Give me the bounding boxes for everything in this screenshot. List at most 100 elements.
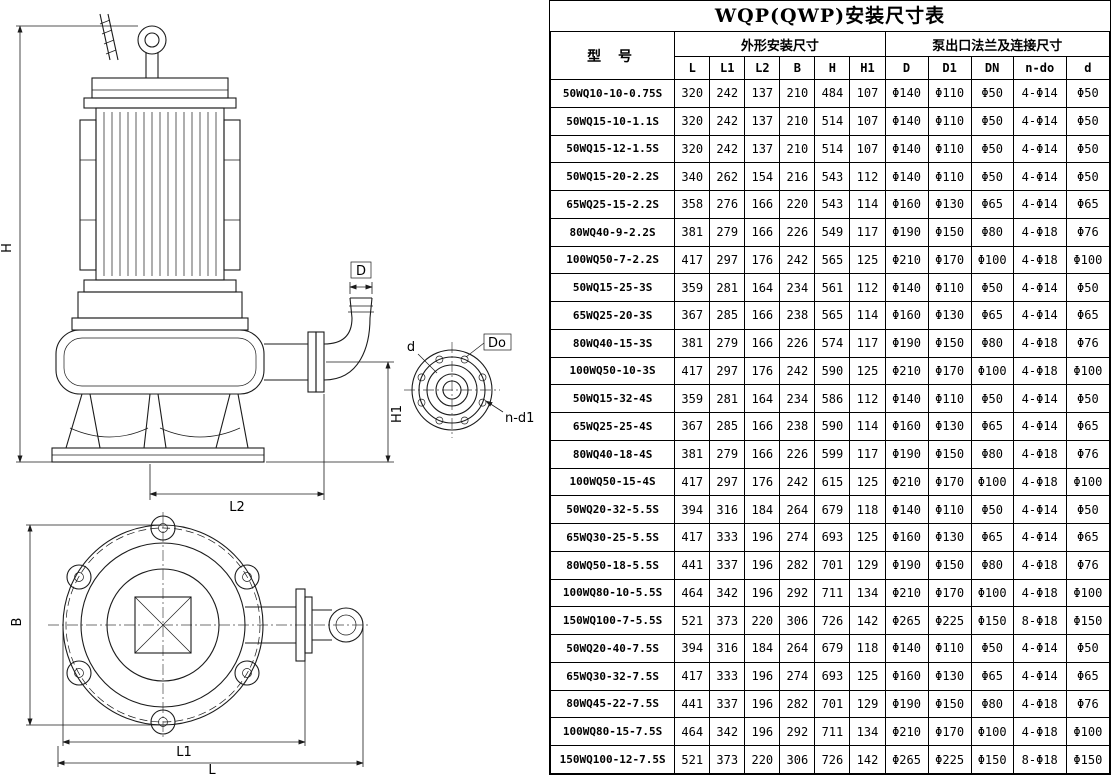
value-cell: 679 bbox=[814, 634, 851, 663]
value-cell: 142 bbox=[849, 606, 886, 635]
value-cell: Φ130 bbox=[927, 661, 972, 691]
value-cell: 164 bbox=[744, 384, 781, 413]
value-cell: Φ50 bbox=[970, 495, 1014, 524]
value-cell: Φ65 bbox=[1065, 523, 1111, 552]
value-cell: 8-Φ18 bbox=[1012, 606, 1067, 635]
value-cell: Φ50 bbox=[970, 79, 1014, 108]
value-cell: 297 bbox=[709, 356, 746, 386]
model-cell: 100WQ80-10-5.5S bbox=[549, 578, 676, 608]
value-cell: 320 bbox=[674, 79, 711, 108]
value-cell: 274 bbox=[779, 661, 816, 691]
value-cell: Φ150 bbox=[927, 689, 972, 719]
value-cell: Φ65 bbox=[970, 301, 1014, 330]
value-cell: 711 bbox=[814, 578, 851, 608]
value-cell: 281 bbox=[709, 384, 746, 413]
value-cell: Φ50 bbox=[970, 162, 1014, 191]
value-cell: Φ100 bbox=[970, 717, 1014, 746]
value-cell: Φ100 bbox=[970, 578, 1014, 608]
value-cell: 107 bbox=[849, 79, 886, 108]
value-cell: 4-Φ18 bbox=[1012, 467, 1067, 497]
dim-label-do: Do bbox=[488, 336, 506, 351]
value-cell: 373 bbox=[709, 745, 746, 774]
model-cell: 65WQ30-25-5.5S bbox=[549, 523, 676, 552]
value-cell: 615 bbox=[814, 467, 851, 497]
value-cell: 4-Φ18 bbox=[1012, 217, 1067, 247]
model-cell: 80WQ45-22-7.5S bbox=[549, 689, 676, 719]
value-cell: 242 bbox=[779, 467, 816, 497]
col-header-B: B bbox=[779, 56, 816, 80]
value-cell: 196 bbox=[744, 689, 781, 719]
value-cell: 320 bbox=[674, 134, 711, 164]
value-cell: Φ50 bbox=[970, 384, 1014, 413]
value-cell: Φ65 bbox=[1065, 190, 1111, 219]
dim-label-d-outlet: D bbox=[356, 264, 366, 279]
value-cell: 316 bbox=[709, 495, 746, 524]
value-cell: Φ150 bbox=[1065, 606, 1111, 635]
col-header-H1: H1 bbox=[849, 56, 886, 80]
col-header-H: H bbox=[814, 56, 851, 80]
model-cell: 50WQ15-32-4S bbox=[549, 384, 676, 413]
value-cell: 118 bbox=[849, 495, 886, 524]
value-cell: 367 bbox=[674, 412, 711, 441]
value-cell: 285 bbox=[709, 301, 746, 330]
model-cell: 100WQ50-15-4S bbox=[549, 467, 676, 497]
value-cell: 4-Φ18 bbox=[1012, 356, 1067, 386]
value-cell: Φ170 bbox=[927, 245, 972, 275]
value-cell: 292 bbox=[779, 578, 816, 608]
value-cell: 4-Φ18 bbox=[1012, 689, 1067, 719]
model-cell: 65WQ25-20-3S bbox=[549, 301, 676, 330]
value-cell: 112 bbox=[849, 384, 886, 413]
model-cell: 80WQ50-18-5.5S bbox=[549, 550, 676, 580]
value-cell: Φ65 bbox=[970, 190, 1014, 219]
value-cell: Φ190 bbox=[884, 439, 929, 469]
col-header-DN: DN bbox=[970, 56, 1014, 80]
value-cell: 125 bbox=[849, 356, 886, 386]
value-cell: 394 bbox=[674, 495, 711, 524]
value-cell: Φ160 bbox=[884, 301, 929, 330]
value-cell: Φ190 bbox=[884, 689, 929, 719]
value-cell: Φ50 bbox=[1065, 634, 1111, 663]
dim-label-b: B bbox=[10, 618, 25, 627]
value-cell: 262 bbox=[709, 162, 746, 191]
value-cell: 561 bbox=[814, 273, 851, 302]
value-cell: 679 bbox=[814, 495, 851, 524]
value-cell: 4-Φ14 bbox=[1012, 634, 1067, 663]
value-cell: Φ50 bbox=[970, 134, 1014, 164]
plan-view: B L1 L bbox=[10, 512, 368, 775]
value-cell: 306 bbox=[779, 606, 816, 635]
col-header-D1: D1 bbox=[927, 56, 972, 80]
value-cell: 234 bbox=[779, 273, 816, 302]
value-cell: 701 bbox=[814, 550, 851, 580]
value-cell: 4-Φ18 bbox=[1012, 717, 1067, 746]
value-cell: 242 bbox=[709, 134, 746, 164]
value-cell: Φ140 bbox=[884, 106, 929, 136]
value-cell: Φ80 bbox=[970, 689, 1014, 719]
value-cell: Φ100 bbox=[1065, 717, 1111, 746]
value-cell: Φ150 bbox=[1065, 745, 1111, 774]
value-cell: 4-Φ14 bbox=[1012, 162, 1067, 191]
value-cell: Φ160 bbox=[884, 661, 929, 691]
value-cell: 342 bbox=[709, 578, 746, 608]
table-header: 型 号 外形安装尺寸 泵出口法兰及连接尺寸 L L1 L2 B H H1 D D… bbox=[549, 31, 1111, 80]
value-cell: 276 bbox=[709, 190, 746, 219]
value-cell: 4-Φ14 bbox=[1012, 79, 1067, 108]
value-cell: Φ140 bbox=[884, 634, 929, 663]
value-cell: Φ50 bbox=[1065, 106, 1111, 136]
value-cell: Φ140 bbox=[884, 162, 929, 191]
value-cell: Φ100 bbox=[1065, 245, 1111, 275]
flange-detail-view: d Do n-d1 bbox=[404, 333, 534, 438]
value-cell: 514 bbox=[814, 134, 851, 164]
value-cell: 242 bbox=[779, 356, 816, 386]
value-cell: 4-Φ18 bbox=[1012, 439, 1067, 469]
value-cell: Φ76 bbox=[1065, 439, 1111, 469]
model-cell: 65WQ25-25-4S bbox=[549, 412, 676, 441]
value-cell: 359 bbox=[674, 384, 711, 413]
value-cell: 196 bbox=[744, 550, 781, 580]
